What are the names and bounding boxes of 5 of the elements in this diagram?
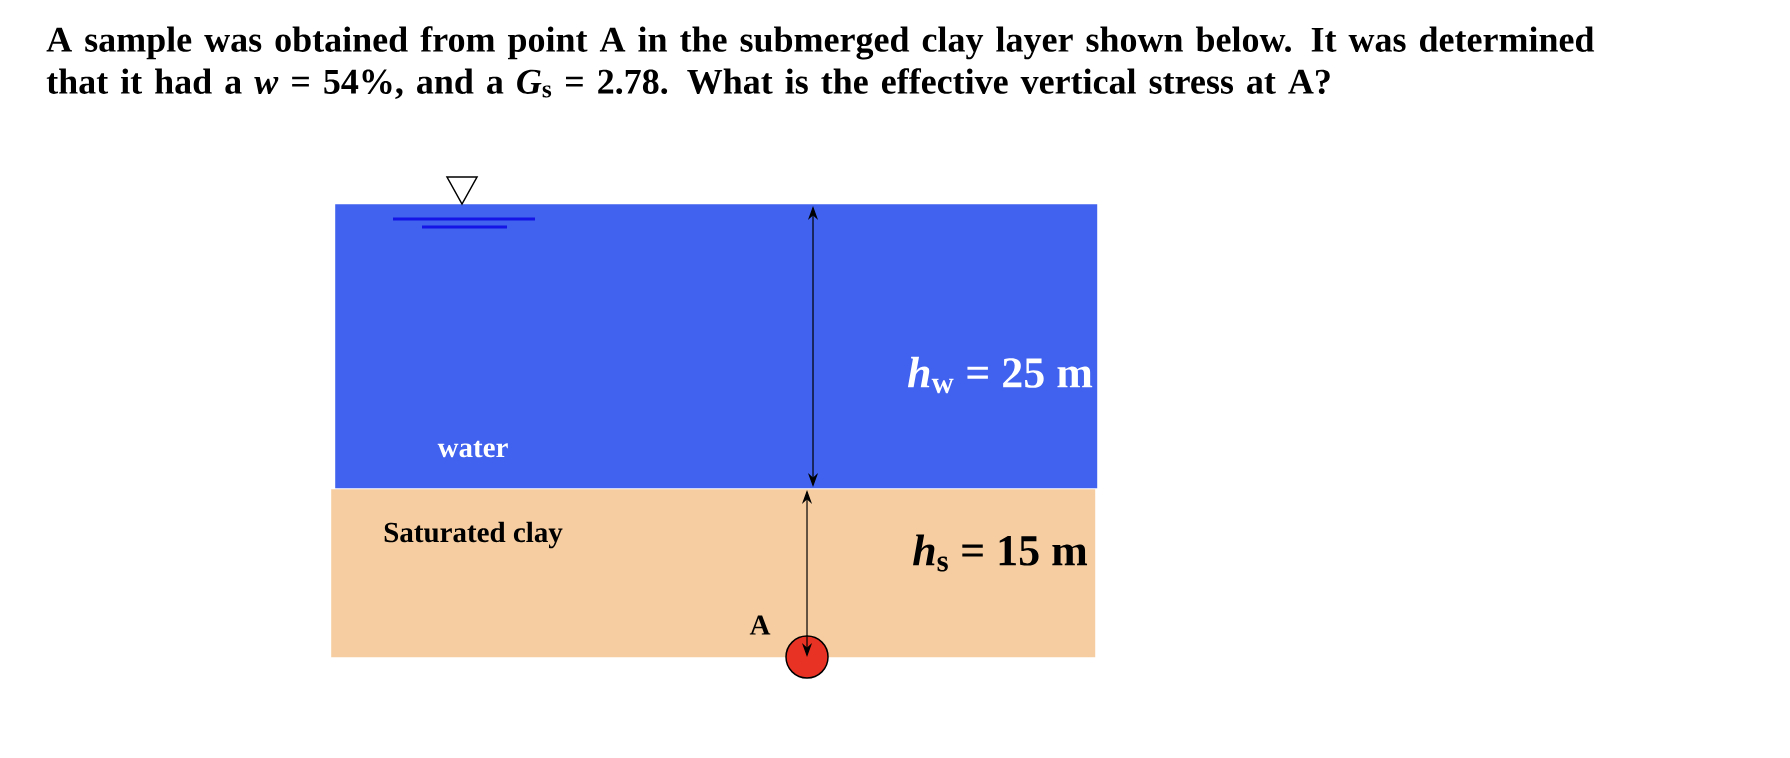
dimension-label: h$_{s}$ = 15 m	[913, 534, 1088, 572]
question-text: A sample was obtained from point A in the submerged clay layer shown below. It was determined that it had a w = 54%, and a G$_{s}$ = 2.78. What is the effective vertical stress at A?	[46, 26, 1595, 100]
point-label: A	[749, 615, 771, 635]
point-marker	[785, 635, 829, 679]
dimension-label: h$_{w}$ = 25 m	[907, 356, 1093, 394]
